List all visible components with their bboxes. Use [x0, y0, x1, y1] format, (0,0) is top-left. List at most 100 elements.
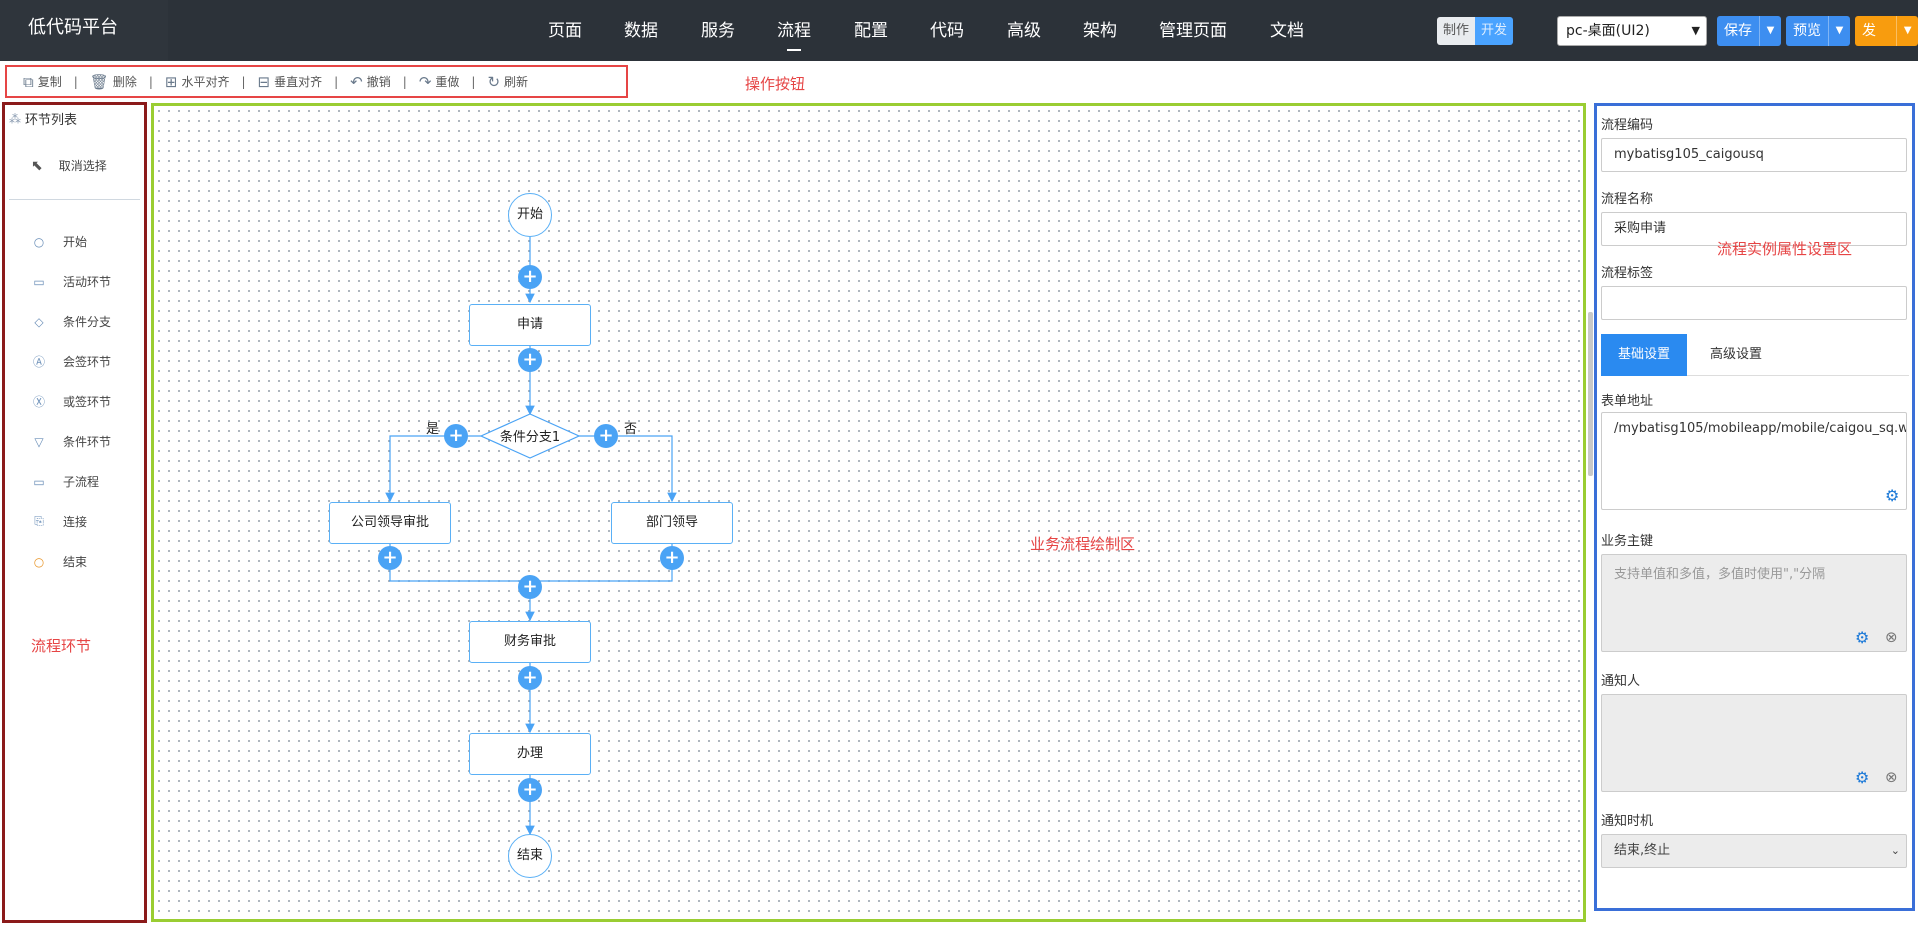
device-select[interactable]: pc-桌面(UI2) ▼	[1557, 16, 1707, 46]
business-key-clear-icon[interactable]: ⊗	[1885, 628, 1898, 646]
delete-button[interactable]: 🗑 删除	[84, 73, 143, 91]
add-node-plus[interactable]: +	[660, 546, 684, 570]
add-node-plus[interactable]: +	[518, 666, 542, 690]
nav-code[interactable]: 代码	[930, 21, 964, 41]
publish-button[interactable]: 发布	[1862, 23, 1876, 39]
nav-data[interactable]: 数据	[624, 21, 658, 41]
node-item-label: 子流程	[63, 475, 100, 489]
node-item-end[interactable]: ○ 结束	[31, 553, 87, 570]
chevron-down-icon: ⌄	[1890, 844, 1900, 857]
node-item-activity[interactable]: ▭ 活动环节	[31, 273, 111, 290]
business-key-gear-icon[interactable]: ⚙	[1855, 628, 1870, 647]
publish-dropdown-icon[interactable]: ▼	[1896, 16, 1918, 46]
business-key-label: 业务主键	[1601, 534, 1654, 549]
node-item-or-sign[interactable]: Ⓧ 或签环节	[31, 393, 111, 410]
flow-name-input[interactable]: 采购申请	[1601, 212, 1907, 246]
business-key-textarea[interactable]: 支持单值和多值，多值时使用","分隔	[1601, 554, 1907, 652]
nav-flow[interactable]: 流程	[777, 0, 811, 61]
subprocess-icon: ▭	[33, 474, 45, 489]
add-node-plus[interactable]: +	[518, 778, 542, 802]
mode-dev-button[interactable]: 开发	[1475, 17, 1513, 45]
notify-gear-icon[interactable]: ⚙	[1855, 768, 1870, 787]
tab-advanced-settings[interactable]: 高级设置	[1709, 347, 1762, 362]
delete-icon: 🗑	[89, 72, 109, 91]
triangle-icon: ▽	[34, 434, 44, 449]
flow-tag-input[interactable]	[1601, 286, 1907, 320]
flow-node-start[interactable]: 开始	[508, 193, 552, 237]
left-panel-annotation: 流程环节	[31, 637, 92, 655]
form-url-label: 表单地址	[1601, 394, 1654, 409]
activity-rect-icon: ▭	[33, 274, 45, 289]
preview-button[interactable]: 预览	[1793, 23, 1821, 39]
add-node-plus[interactable]: +	[378, 546, 402, 570]
undo-label: 撤销	[366, 75, 391, 89]
save-button[interactable]: 保存	[1724, 23, 1752, 39]
canvas-annotation: 业务流程绘制区	[1030, 535, 1136, 553]
node-item-label: 开始	[63, 235, 88, 249]
notify-time-value: 结束,终止	[1614, 843, 1671, 858]
flow-node-end[interactable]: 结束	[508, 834, 552, 878]
nav-advanced[interactable]: 高级	[1007, 21, 1041, 41]
toolbar-separator: |	[402, 74, 407, 89]
copy-label: 复制	[37, 75, 62, 89]
add-branch-plus[interactable]: +	[444, 424, 468, 448]
mode-make-button[interactable]: 制作	[1437, 17, 1475, 45]
node-item-start[interactable]: ○ 开始	[31, 233, 87, 250]
node-list-title: ⁂ 环节列表	[9, 109, 77, 129]
delete-label: 删除	[112, 75, 137, 89]
node-item-condition-node[interactable]: ▽ 条件环节	[31, 433, 111, 450]
toolbar-separator: |	[471, 74, 476, 89]
decision-diamond[interactable]	[479, 413, 581, 459]
flow-code-input[interactable]: mybatisg105_caigousq	[1601, 138, 1907, 172]
nav-service[interactable]: 服务	[701, 21, 735, 41]
flow-node-apply[interactable]: 申请	[469, 304, 591, 346]
node-item-countersign[interactable]: Ⓐ 会签环节	[31, 353, 111, 370]
canvas-scrollbar[interactable]	[1588, 312, 1593, 476]
save-dropdown-icon[interactable]: ▼	[1759, 16, 1781, 46]
preview-dropdown-icon[interactable]: ▼	[1828, 16, 1850, 46]
notify-textarea[interactable]	[1601, 694, 1907, 792]
edge-decision-no	[579, 435, 677, 503]
notify-clear-icon[interactable]: ⊗	[1885, 768, 1898, 786]
cancel-select-button[interactable]: ⬉ 取消选择	[31, 157, 107, 174]
flow-node-handle[interactable]: 办理	[469, 733, 591, 775]
add-node-plus[interactable]: +	[518, 265, 542, 289]
notify-time-select[interactable]: 结束,终止 ⌄	[1601, 834, 1907, 868]
edge-decision-yes	[385, 435, 481, 503]
refresh-button[interactable]: ↻ 刷新	[481, 73, 534, 91]
flow-node-company-approval[interactable]: 公司领导审批	[329, 502, 451, 544]
add-node-plus[interactable]: +	[518, 348, 542, 372]
align-vertical-label: 垂直对齐	[274, 75, 323, 89]
copy-button[interactable]: ⧉ 复制	[17, 73, 68, 91]
add-branch-plus[interactable]: +	[594, 424, 618, 448]
decision-label[interactable]: 条件分支1	[499, 430, 561, 445]
redo-button[interactable]: ↷ 重做	[413, 73, 466, 91]
flow-canvas[interactable]: 开始 + 申请 + 条件分支1 + + 是 否 公司领导审批 部门领导 + + …	[151, 103, 1586, 922]
publish-split-button: 发布 ▼	[1855, 16, 1918, 46]
node-item-condition-branch[interactable]: ◇ 条件分支	[31, 313, 111, 330]
form-url-textarea[interactable]: /mybatisg105/mobileapp/mobile/caigou_sq.…	[1601, 412, 1907, 510]
node-item-connection[interactable]: ⎘ 连接	[31, 513, 87, 530]
undo-button[interactable]: ↶ 撤销	[344, 73, 397, 91]
top-navbar: 低代码平台 页面 数据 服务 流程 配置 代码 高级 架构 管理页面 文档 制作…	[0, 0, 1918, 61]
node-item-subprocess[interactable]: ▭ 子流程	[31, 473, 99, 490]
branch-no-label: 否	[624, 422, 638, 437]
nav-config[interactable]: 配置	[854, 21, 888, 41]
flow-name-label: 流程名称	[1601, 192, 1654, 207]
nav-page[interactable]: 页面	[548, 21, 582, 41]
toolbar-annotation: 操作按钮	[745, 75, 806, 93]
align-vertical-button[interactable]: ⊟ 垂直对齐	[252, 73, 329, 91]
nav-architecture[interactable]: 架构	[1083, 21, 1117, 41]
tab-basic-settings[interactable]: 基础设置	[1601, 334, 1687, 376]
redo-label: 重做	[435, 75, 460, 89]
flow-node-finance-approval[interactable]: 财务审批	[469, 621, 591, 663]
undo-icon: ↶	[350, 72, 363, 91]
nav-docs[interactable]: 文档	[1270, 21, 1304, 41]
settings-tabs: 基础设置 高级设置	[1601, 334, 1909, 376]
nav-admin-page[interactable]: 管理页面	[1159, 21, 1227, 41]
flow-node-dept-leader[interactable]: 部门领导	[611, 502, 733, 544]
align-horizontal-button[interactable]: ⊞ 水平对齐	[159, 73, 236, 91]
add-node-plus[interactable]: +	[518, 575, 542, 599]
form-url-gear-icon[interactable]: ⚙	[1885, 486, 1900, 505]
preview-split-button: 预览 ▼	[1786, 16, 1850, 46]
